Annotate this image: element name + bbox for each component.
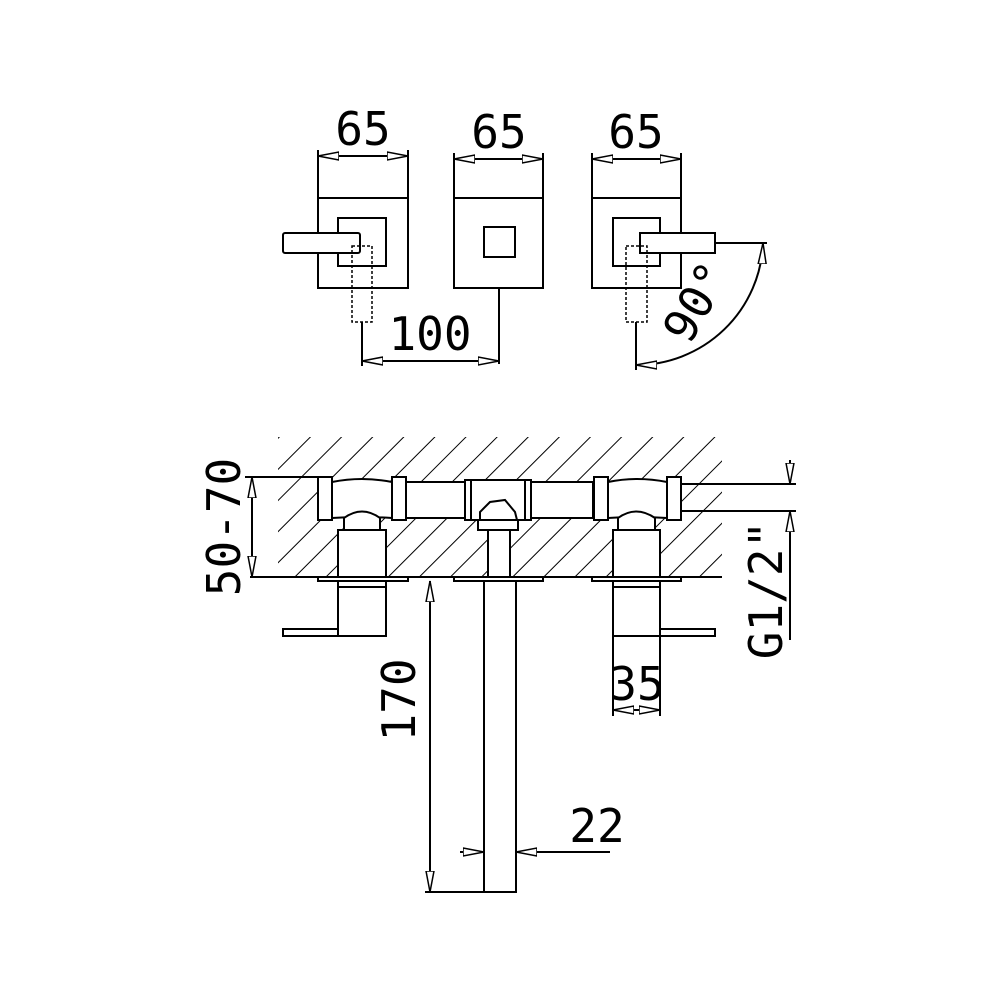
dim-rotation-angle: 90° [652,253,740,352]
dim-center-width: 65 [471,105,526,159]
dim-spout-width-label: 22 [569,799,624,853]
dim-spout-width: 22 [460,799,625,853]
right-valve-plate: 65 90° [591,105,767,370]
spout-plate: 65 100 [361,105,544,366]
dim-lever-to-spout: 100 [388,307,471,361]
dim-spout-length-label: 170 [372,658,426,741]
right-elbow [591,476,716,637]
spout [453,576,544,893]
left-elbow [282,476,409,637]
dim-wall-depth: 50-70 [197,458,320,596]
top-view: 65 65 100 65 90° [282,102,767,370]
dim-left-width: 65 [335,102,390,156]
dim-right-width: 65 [608,105,663,159]
dim-connection: G1/2" [681,460,796,659]
left-valve-plate: 65 [282,102,409,323]
section-view: 50-70 170 22 35 G1/2" [197,437,796,893]
dim-spout-length: 170 [372,581,484,893]
dim-connection-label: G1/2" [739,521,793,659]
dim-valve-width: 35 [609,636,665,716]
supply-pipe [404,479,594,578]
dim-valve-width-label: 35 [609,657,664,711]
dim-wall-depth-label: 50-70 [197,458,251,596]
